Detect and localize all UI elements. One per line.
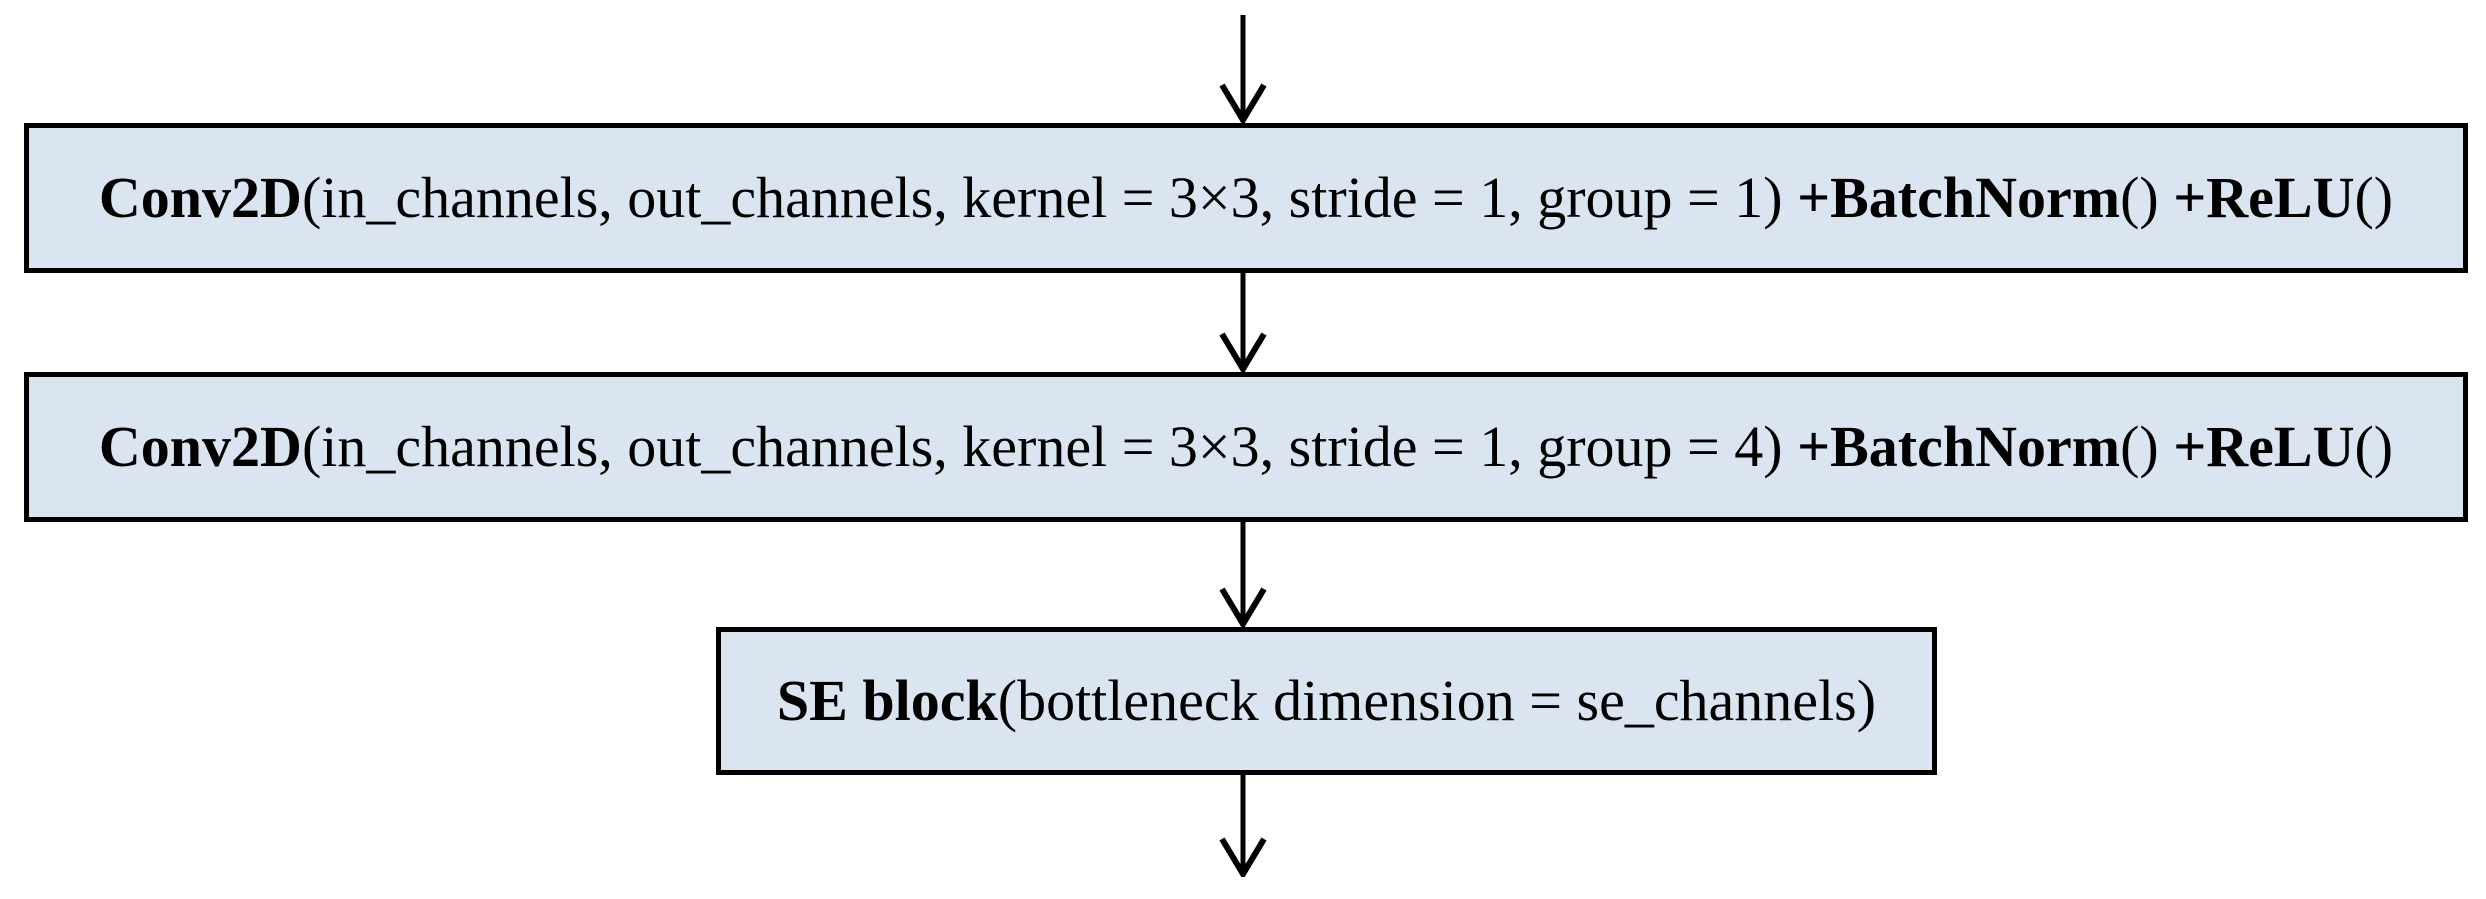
relu-fn-text: +ReLU	[2173, 165, 2355, 230]
conv-block-2-label: Conv2D(in_channels, out_channels, kernel…	[99, 418, 2393, 476]
conv-block-1-label: Conv2D(in_channels, out_channels, kernel…	[99, 169, 2393, 227]
batchnorm-fn-text: +BatchNorm	[1797, 165, 2121, 230]
arrow-down-icon	[1219, 15, 1267, 123]
se-block-label: SE block(bottleneck dimension = se_chann…	[777, 672, 1876, 730]
conv-fn-text: Conv2D	[98, 165, 302, 230]
se-args-text: (bottleneck dimension = se_channels)	[997, 668, 1877, 733]
batchnorm-parens-text: ()	[2120, 414, 2174, 479]
flow-arrow-1	[1215, 273, 1271, 372]
conv-fn-text: Conv2D	[98, 414, 302, 479]
flow-arrow-top	[1215, 15, 1271, 123]
conv-args-text: (in_channels, out_channels, kernel = 3×3…	[301, 165, 1798, 230]
flow-arrow-bottom	[1215, 775, 1271, 877]
batchnorm-fn-text: +BatchNorm	[1797, 414, 2121, 479]
se-fn-text: SE block	[776, 668, 998, 733]
batchnorm-parens-text: ()	[2120, 165, 2174, 230]
relu-fn-text: +ReLU	[2173, 414, 2355, 479]
flow-arrow-2	[1215, 522, 1271, 627]
relu-parens-text: ()	[2354, 414, 2394, 479]
arrow-down-icon	[1219, 775, 1267, 877]
relu-parens-text: ()	[2354, 165, 2394, 230]
conv-args-text: (in_channels, out_channels, kernel = 3×3…	[301, 414, 1798, 479]
conv-block-1: Conv2D(in_channels, out_channels, kernel…	[24, 123, 2468, 273]
conv-block-2: Conv2D(in_channels, out_channels, kernel…	[24, 372, 2468, 522]
arrow-down-icon	[1219, 273, 1267, 372]
arrow-down-icon	[1219, 522, 1267, 627]
se-block: SE block(bottleneck dimension = se_chann…	[716, 627, 1937, 775]
